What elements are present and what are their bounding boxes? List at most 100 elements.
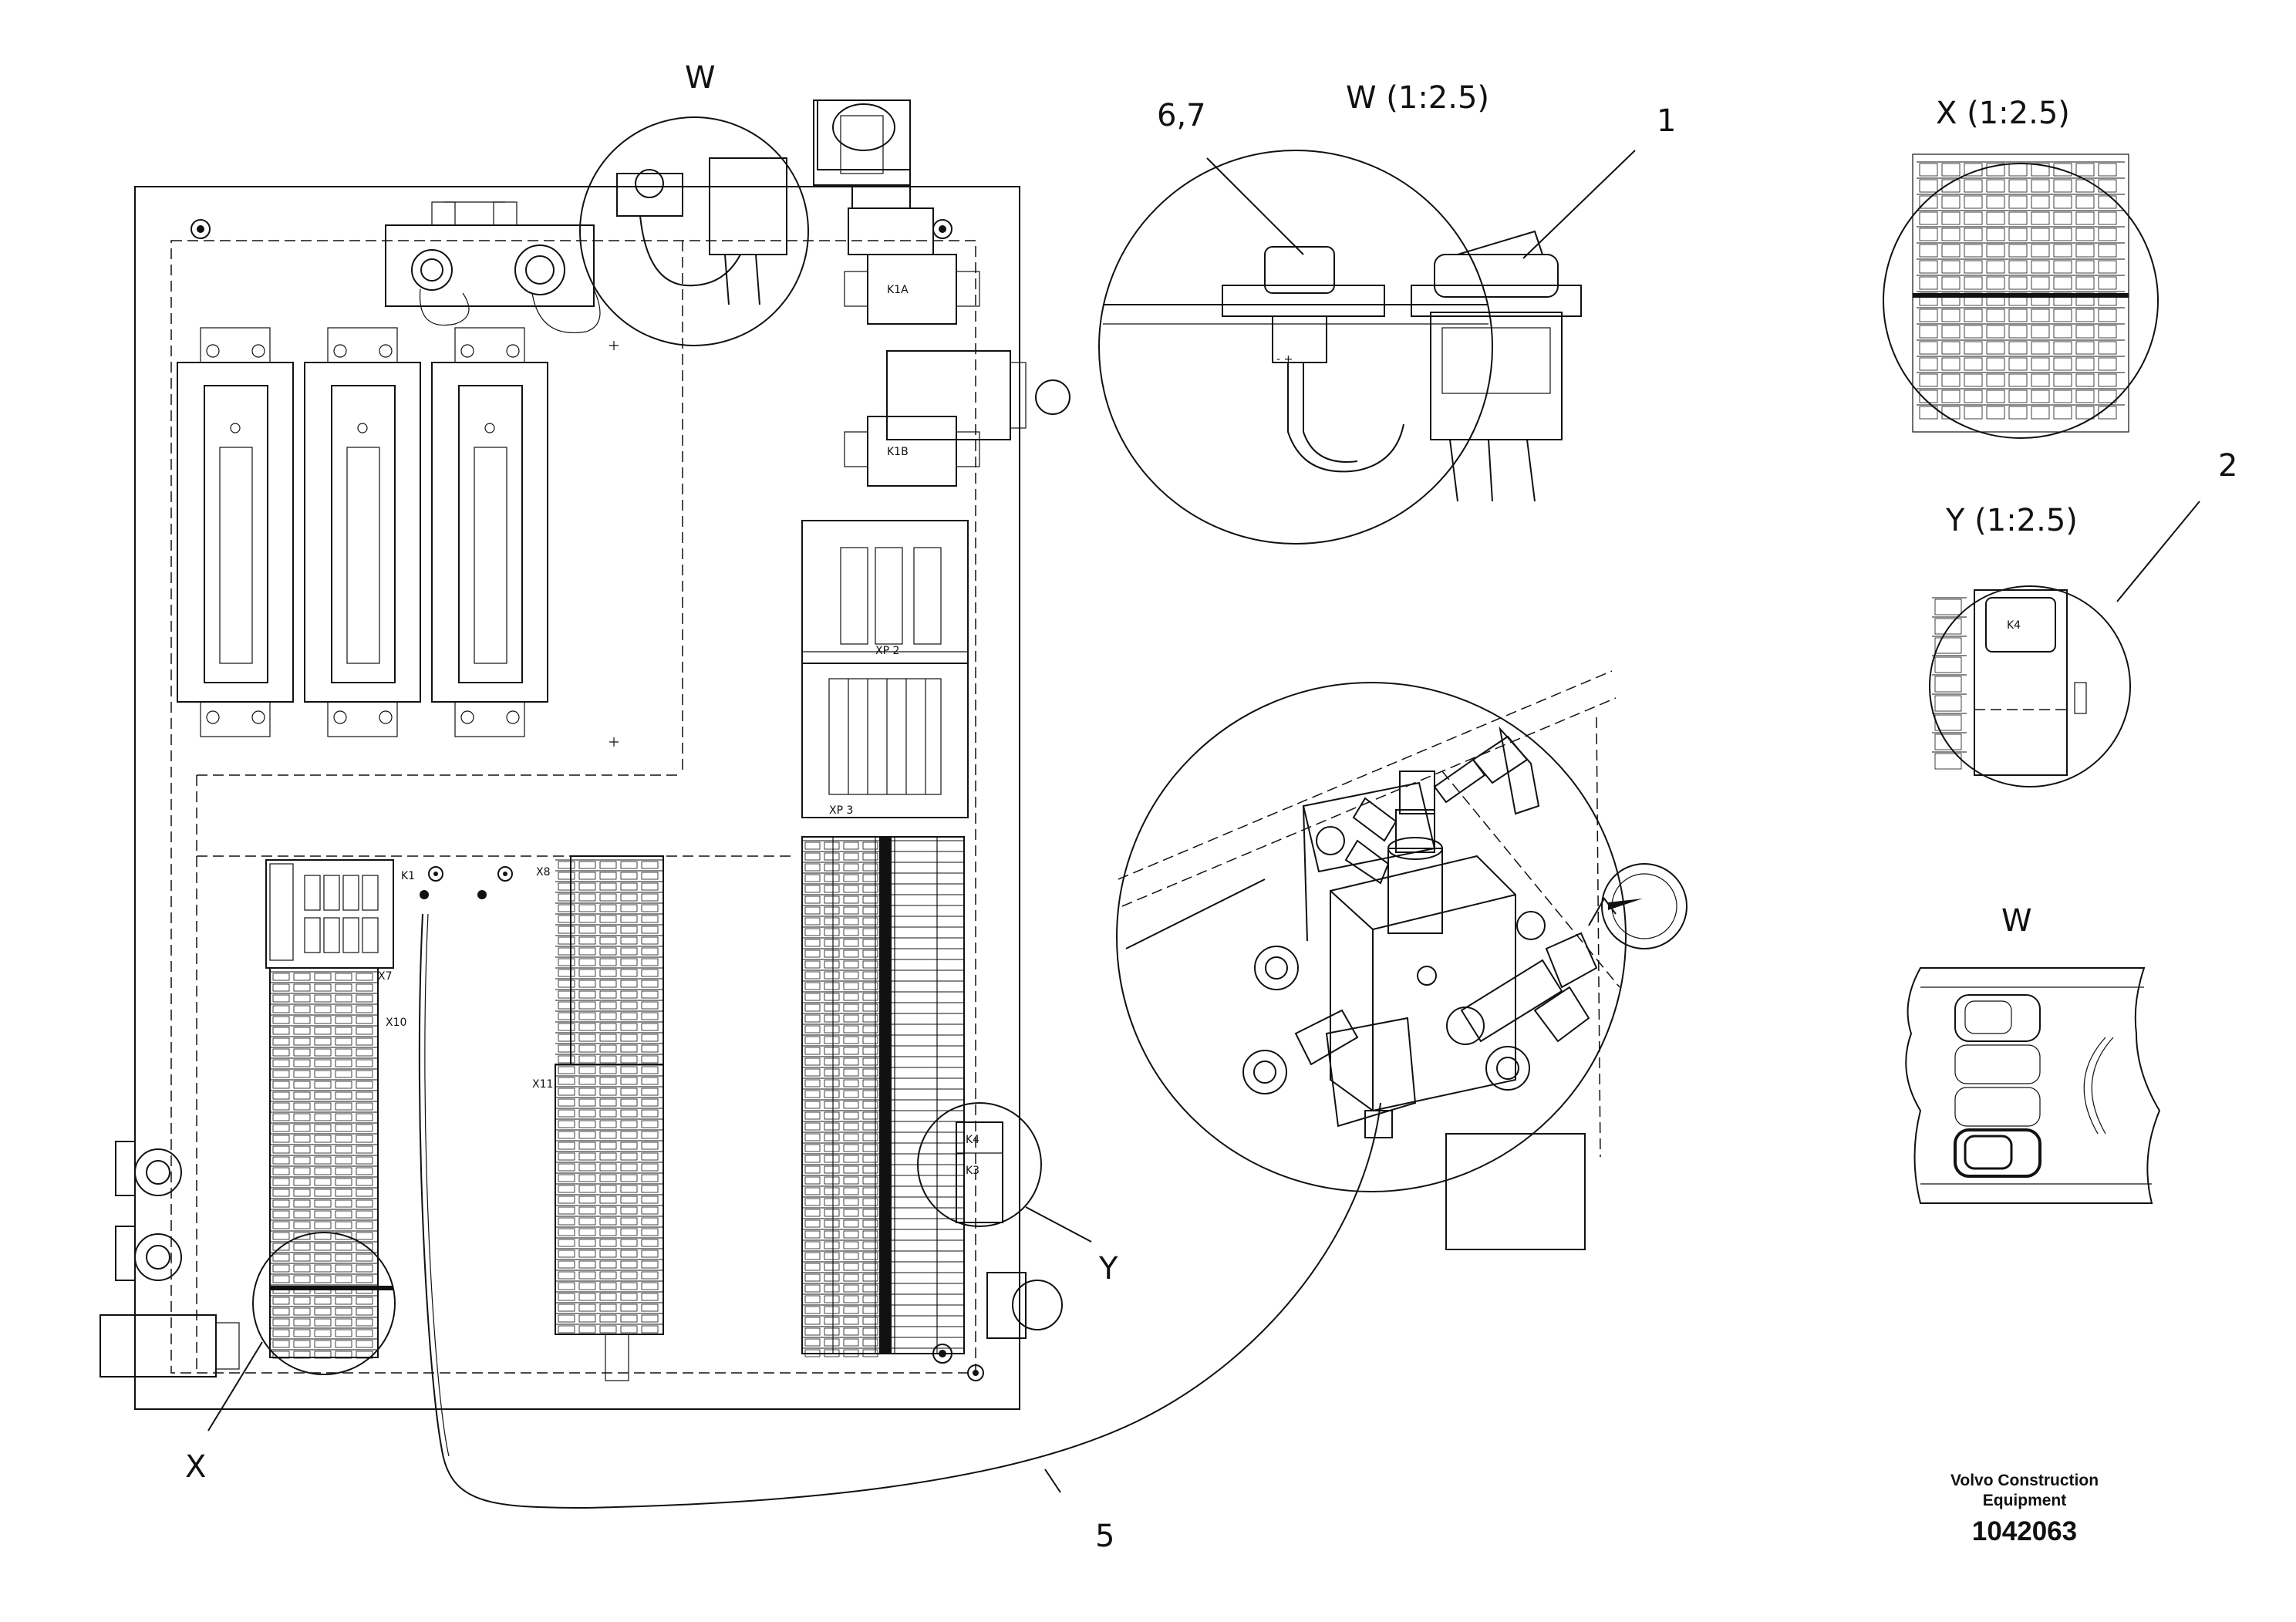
terminal-cell <box>862 1349 878 1357</box>
terminal-cell <box>356 1145 373 1154</box>
terminal-cell <box>1986 228 2005 241</box>
terminal-cell <box>620 861 638 869</box>
terminal-cell <box>558 1228 575 1236</box>
terminal-cell <box>293 1081 311 1089</box>
terminal-cell <box>599 861 617 869</box>
terminal-cell <box>272 1351 290 1359</box>
terminal-cell <box>2053 228 2072 241</box>
terminal-cell <box>1986 406 2005 420</box>
terminal-cell <box>804 917 821 926</box>
terminal-cell <box>824 874 840 882</box>
mounting-screw-top-left <box>190 219 211 239</box>
terminal-cell <box>558 936 575 945</box>
terminal-cell <box>1941 357 1961 371</box>
terminal-cell <box>1919 406 1938 420</box>
terminal-cell <box>862 1306 878 1314</box>
terminal-cell <box>843 1003 859 1012</box>
detail-view-y: Y (1:2.5) 2 K4 <box>1929 448 2237 787</box>
terminal-cell <box>641 1325 659 1334</box>
terminal-cell <box>2008 195 2028 209</box>
terminal-cell <box>824 1338 840 1347</box>
terminal-cell <box>641 969 659 977</box>
terminal-cell <box>843 1230 859 1239</box>
terminal-cell <box>558 1260 575 1269</box>
terminal-cell <box>641 1152 659 1161</box>
terminal-cell <box>862 863 878 872</box>
terminal-cell <box>804 1003 821 1012</box>
terminal-cell <box>314 1340 332 1348</box>
terminal-cell <box>1986 341 2005 355</box>
terminal-cell <box>293 1351 311 1359</box>
terminal-cell <box>1941 325 1961 339</box>
terminal-cell <box>862 1284 878 1293</box>
terminal-cell <box>1986 309 2005 322</box>
terminal-cell <box>843 1338 859 1347</box>
terminal-cell <box>314 1027 332 1035</box>
terminal-cell <box>862 1133 878 1141</box>
terminal-cell <box>599 969 617 977</box>
terminal-cell <box>620 1206 638 1215</box>
terminal-cell <box>272 1059 290 1067</box>
terminal-cell <box>1986 325 2005 339</box>
terminal-cell <box>641 1044 659 1053</box>
terminal-cell <box>2053 260 2072 274</box>
label-k1: K1 <box>401 870 415 882</box>
terminal-cell <box>578 1293 596 1301</box>
terminal-cell <box>804 1111 821 1120</box>
terminal-cell <box>824 841 840 850</box>
terminal-cell <box>578 958 596 966</box>
terminal-cell <box>1964 406 1983 420</box>
relay-module-2 <box>304 327 421 737</box>
terminal-cell <box>314 1329 332 1337</box>
terminal-cell <box>2098 389 2117 403</box>
terminal-cell <box>620 1303 638 1312</box>
terminal-cell <box>804 1230 821 1239</box>
terminal-cell <box>620 1260 638 1269</box>
terminal-cell <box>824 1273 840 1282</box>
terminal-cell <box>641 1088 659 1096</box>
terminal-cell <box>862 1047 878 1055</box>
terminal-cell <box>843 874 859 882</box>
terminal-cell <box>2008 357 2028 371</box>
terminal-cell <box>1919 179 1938 193</box>
terminal-cell <box>804 1187 821 1195</box>
terminal-cell <box>1941 211 1961 225</box>
terminal-cell <box>843 863 859 872</box>
terminal-cell <box>578 1217 596 1226</box>
terminal-cell <box>620 1066 638 1074</box>
terminal-cell <box>272 1297 290 1305</box>
terminal-cell <box>824 982 840 990</box>
terminal-cell <box>1986 244 2005 258</box>
terminal-cell <box>824 1327 840 1336</box>
terminal-cell <box>599 1239 617 1247</box>
terminal-cell <box>620 1077 638 1085</box>
terminal-cell <box>824 1295 840 1303</box>
terminal-cell <box>335 1286 352 1294</box>
terminal-cell <box>804 993 821 1001</box>
y-detail-terminal-rows <box>1932 597 1967 770</box>
terminal-cell <box>1919 260 1938 274</box>
terminal-cell <box>1919 211 1938 225</box>
terminal-cell <box>2031 292 2050 306</box>
terminal-cell <box>558 980 575 988</box>
terminal-cell <box>314 1037 332 1046</box>
terminal-cell <box>293 1275 311 1283</box>
terminal-cell <box>620 872 638 880</box>
terminal-cell <box>335 1329 352 1337</box>
terminal-cell <box>804 1209 821 1217</box>
terminal-cell <box>314 1167 332 1175</box>
terminal-cell <box>1964 373 1983 387</box>
terminal-cell <box>862 874 878 882</box>
terminal-cell <box>843 960 859 969</box>
terminal-cell <box>824 1317 840 1325</box>
terminal-cell <box>356 1027 373 1035</box>
terminal-cell <box>1919 357 1938 371</box>
terminal-cell <box>2075 163 2095 177</box>
terminal-cell <box>335 1351 352 1359</box>
terminal-cell <box>293 1253 311 1262</box>
terminal-cell <box>804 1165 821 1174</box>
terminal-cell <box>620 1120 638 1128</box>
terminal-cell <box>843 917 859 926</box>
terminal-cell <box>2008 309 2028 322</box>
terminal-cell <box>599 904 617 912</box>
